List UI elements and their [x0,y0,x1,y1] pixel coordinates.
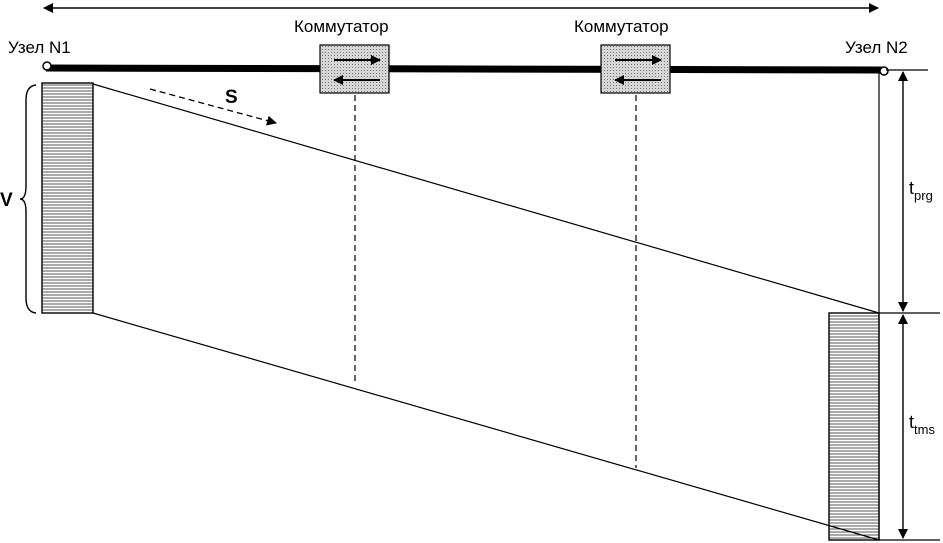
t-tms-main: t [909,412,914,432]
switch2-label: Коммутатор [574,17,669,36]
speed-label: S [225,87,238,108]
speed-arrow [149,88,277,126]
t-tms-sub: tms [914,422,935,437]
t-prg-label: tprg [909,178,933,203]
switch1: Коммутатор [294,17,390,94]
switch1-box [319,44,390,94]
back-edge-line [92,312,880,541]
sender-block [41,82,94,314]
front-edge-line [92,83,880,314]
volume-label: V [0,190,13,211]
switch2: Коммутатор [574,17,671,94]
receiver-block [828,312,880,541]
t-prg-sub: prg [914,188,933,203]
switch1-label: Коммутатор [294,17,389,36]
node2-label: Узел N2 [845,38,908,57]
node1-endpoint [42,61,52,71]
t-prg-main: t [909,178,914,198]
volume-brace [19,84,37,314]
t-tms-label: ttms [909,412,935,437]
node1-label: Узел N1 [8,38,71,57]
node2-endpoint [879,66,889,76]
network-link [45,64,885,74]
switch2-box [600,44,671,94]
